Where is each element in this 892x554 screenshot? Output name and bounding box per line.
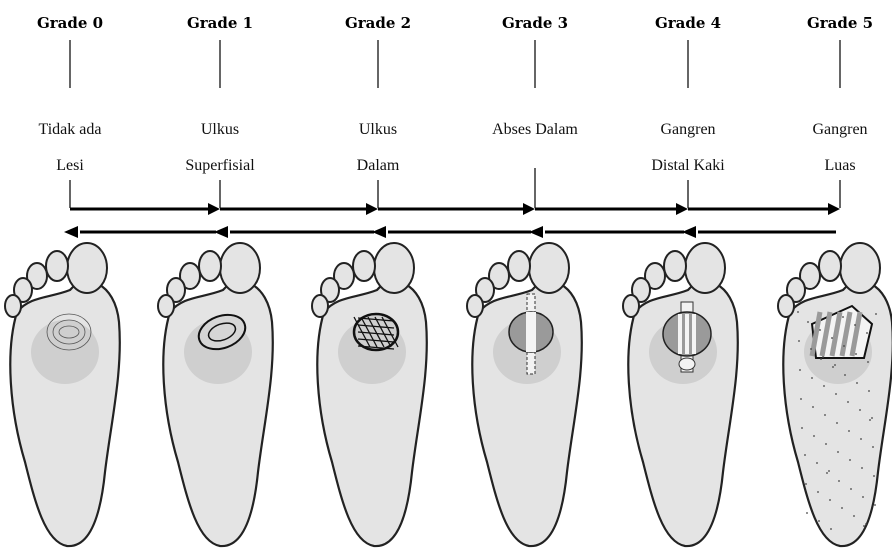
grade-label-line2: Distal Kaki (651, 157, 725, 174)
forward-arrow (220, 203, 378, 215)
toe (819, 251, 841, 281)
grade-label-line1: Gangren (660, 121, 715, 138)
toe (158, 295, 174, 317)
toe (529, 243, 569, 293)
toe (508, 251, 530, 281)
foot-illustration-grade-0 (5, 243, 120, 546)
grade-label-line1: Gangren (812, 121, 867, 138)
toe (664, 251, 686, 281)
backward-arrow (372, 226, 531, 238)
backward-arrow (682, 226, 836, 238)
grade-column-3: Grade 3 Abses Dalam (492, 14, 578, 208)
grade-title: Grade 2 (345, 14, 411, 32)
forward-arrow (535, 203, 688, 215)
toe (199, 251, 221, 281)
toe (623, 295, 639, 317)
toe (67, 243, 107, 293)
foot-illustration-grade-1 (158, 243, 273, 546)
foot-illustration-grade-5 (778, 243, 892, 546)
toe (840, 243, 880, 293)
grade-title: Grade 0 (37, 14, 103, 32)
forward-arrow (378, 203, 535, 215)
backward-arrow (529, 226, 684, 238)
foot-illustration-grade-3 (467, 243, 582, 546)
toe (312, 295, 328, 317)
grade-label-line2: Superfisial (185, 157, 255, 174)
toe (374, 243, 414, 293)
grade-label-line1: Ulkus (359, 121, 397, 138)
grade-title: Grade 3 (502, 14, 568, 32)
grade-label-line1: Abses Dalam (492, 121, 578, 138)
toe (220, 243, 260, 293)
forward-arrow (688, 203, 840, 215)
foot-illustration-grade-2 (312, 243, 427, 546)
toe (467, 295, 483, 317)
toe (5, 295, 21, 317)
grade-label-line2: Luas (824, 157, 855, 174)
foot-illustrations (5, 243, 892, 546)
backward-arrow (64, 226, 216, 238)
toe (353, 251, 375, 281)
progression-arrows (64, 203, 840, 238)
forward-arrow (70, 203, 220, 215)
grade-label-line1: Ulkus (201, 121, 239, 138)
grade-title: Grade 4 (655, 14, 721, 32)
toe (685, 243, 725, 293)
grade-label-line1: Tidak ada (39, 121, 102, 138)
grade-label-line2: Lesi (56, 157, 84, 174)
grade-title: Grade 1 (187, 14, 253, 32)
backward-arrow (214, 226, 374, 238)
grade-label-line2: Dalam (357, 157, 400, 174)
grade-title: Grade 5 (807, 14, 873, 32)
toe (46, 251, 68, 281)
toe (778, 295, 794, 317)
foot-illustration-grade-4 (623, 243, 738, 546)
